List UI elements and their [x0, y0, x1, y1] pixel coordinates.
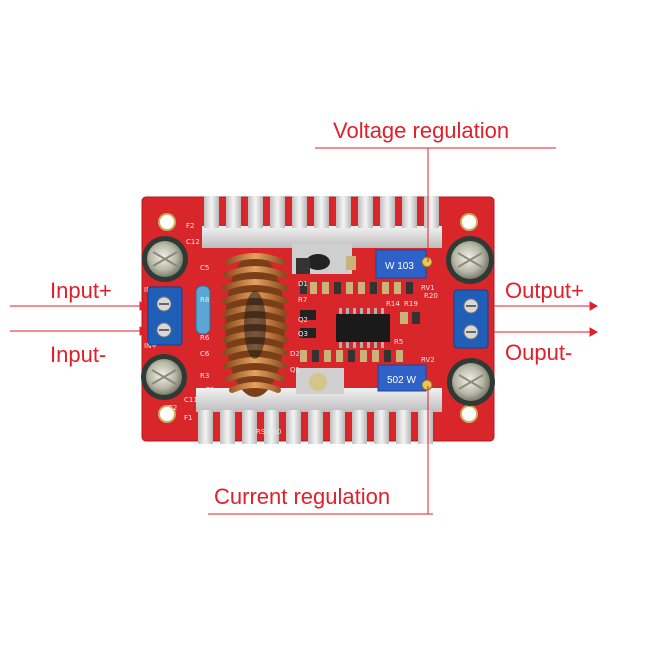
silk-r5: R5	[394, 338, 403, 346]
silk-c12: C12	[186, 238, 200, 246]
output-arrow-icon	[492, 301, 599, 337]
top-heatsink	[202, 196, 442, 274]
silk-d2: D2	[290, 350, 300, 358]
input-minus-label: Input-	[50, 342, 107, 367]
potentiometer-icon	[375, 249, 433, 392]
input-arrow-icon	[10, 301, 149, 336]
silk-r3: R3	[200, 372, 209, 380]
inductor-icon	[222, 253, 288, 397]
silk-c6: C6	[200, 350, 210, 358]
bottom-heatsink	[196, 368, 442, 444]
ic-pins	[339, 308, 384, 348]
silk-r8: R8	[200, 296, 209, 304]
output-plus-label: Output+	[505, 278, 584, 303]
silk-rs: RS RA0	[256, 428, 281, 436]
silk-e1: E1	[206, 386, 215, 394]
ic-chip	[336, 314, 390, 342]
input-plus-label: Input+	[50, 278, 112, 303]
silk-c2: C2	[168, 404, 177, 412]
silk-rv1: RV1	[421, 284, 435, 292]
terminal-block-icon	[147, 286, 489, 349]
silk-d1: D1	[298, 280, 308, 288]
silk-r6: R6	[200, 334, 210, 342]
silk-r20: R20	[424, 292, 438, 300]
capacitor-icon	[141, 236, 495, 406]
silk-q3: Q3	[298, 330, 308, 338]
silk-c11: C11	[184, 396, 198, 404]
silk-f2: F2	[186, 222, 194, 230]
silk-r19: R19	[404, 300, 418, 308]
silk-in-plus: IN+	[144, 342, 157, 350]
annotation-lines	[208, 147, 556, 515]
silk-rv2: RV2	[421, 356, 435, 364]
silk-r7: R7	[298, 296, 307, 304]
smd-components	[296, 256, 420, 362]
silk-q2: Q2	[298, 316, 308, 324]
voltage-regulation-label: Voltage regulation	[333, 118, 510, 143]
mounting-hole	[460, 213, 478, 231]
silk-q1: Q1	[290, 366, 300, 374]
pot-bottom-text: 502 W	[387, 375, 416, 386]
mounting-hole	[158, 213, 176, 231]
mounting-hole	[460, 405, 478, 423]
output-minus-label: Ouput-	[505, 340, 573, 365]
silk-f1: F1	[184, 414, 192, 422]
silk-r14: R14	[386, 300, 400, 308]
fuse	[195, 285, 211, 335]
current-regulation-label: Current regulation	[214, 484, 391, 509]
pot-top-text: W 103	[385, 261, 414, 272]
mounting-hole	[158, 405, 176, 423]
silk-c5: C5	[200, 264, 209, 272]
